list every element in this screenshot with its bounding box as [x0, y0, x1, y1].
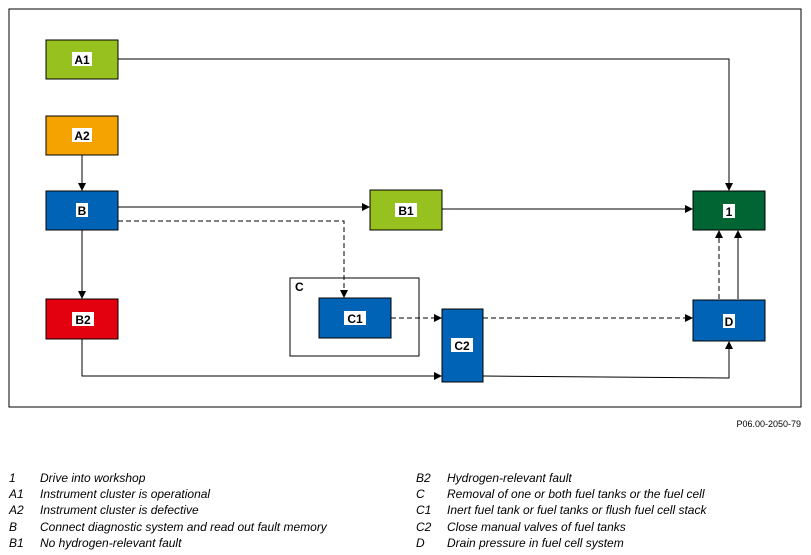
edge-b2-c2 [81, 339, 442, 380]
figure-reference: P06.00-2050-79 [736, 419, 801, 429]
node-b-label: B [78, 204, 87, 218]
node-b2-label: B2 [75, 313, 91, 327]
node-a2-label: A2 [74, 129, 90, 143]
edge-b-c1 [118, 220, 348, 298]
node-1-label: 1 [726, 205, 733, 219]
edge-a1-1 [118, 58, 733, 191]
node-d-label: D [725, 315, 734, 329]
node-b1-label: B1 [398, 204, 414, 218]
diagram-frame [8, 8, 802, 408]
node-c1-label: C1 [347, 312, 363, 326]
group-c-label: C [295, 280, 304, 294]
node-b2 [45, 298, 119, 340]
node-a1-label: A1 [74, 53, 90, 67]
group-c-frame [289, 277, 420, 357]
node-c1 [318, 297, 392, 339]
node-c2-label: C2 [454, 339, 470, 353]
flow-diagram: C A1 A2 [8, 8, 802, 408]
edge-c2-d [482, 341, 733, 379]
